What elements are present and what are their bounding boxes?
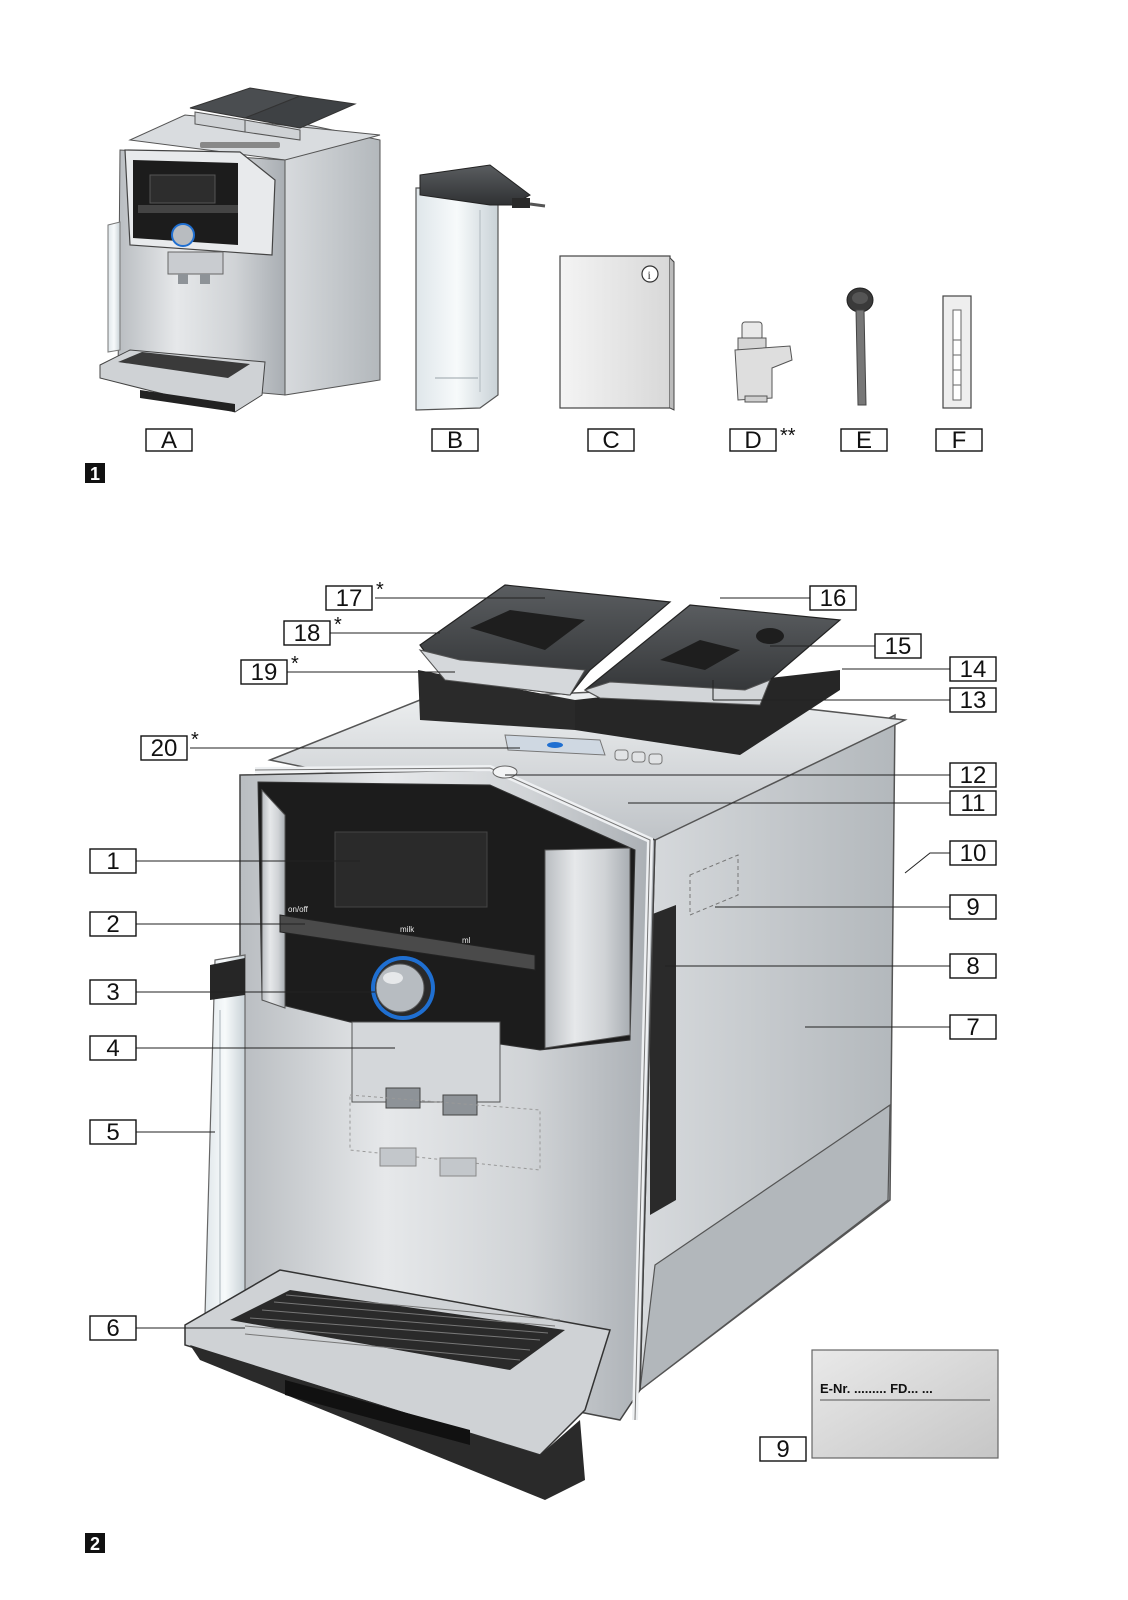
svg-text:C: C	[602, 427, 619, 454]
callout-4: 4	[89, 1035, 137, 1062]
svg-text:D: D	[744, 427, 761, 454]
svg-text:13: 13	[960, 687, 987, 714]
instruction-manual-illustration: i	[559, 255, 675, 411]
svg-text:5: 5	[106, 1119, 119, 1146]
svg-text:3: 3	[106, 979, 119, 1006]
callout-6: 6	[89, 1315, 137, 1342]
svg-text:19: 19	[251, 659, 278, 686]
callout-16: 16	[809, 585, 857, 612]
svg-text:A: A	[161, 427, 177, 454]
svg-text:i: i	[648, 268, 652, 282]
callout-17: 17 *	[325, 579, 384, 612]
milk-container-illustration	[415, 164, 546, 411]
callout-8: 8	[949, 953, 997, 980]
svg-text:milk: milk	[400, 925, 415, 934]
item-label-f: F	[935, 427, 983, 454]
svg-text:*: *	[191, 729, 199, 751]
svg-text:on/off: on/off	[288, 905, 309, 914]
svg-text:2: 2	[90, 1534, 100, 1554]
svg-text:*: *	[291, 653, 299, 675]
item-label-b: B	[431, 427, 479, 454]
item-label-e: E	[840, 427, 888, 454]
callout-10: 10	[949, 840, 997, 867]
water-hardness-test-strip-illustration	[942, 295, 972, 409]
rotary-knob	[371, 956, 435, 1020]
callout-2: 2	[89, 911, 137, 938]
rating-plate-text: E-Nr. ......... FD... ...	[820, 1381, 933, 1396]
svg-text:10: 10	[960, 840, 987, 867]
svg-text:17: 17	[336, 585, 363, 612]
leader-lines	[136, 597, 950, 1329]
callout-11: 11	[949, 790, 997, 817]
svg-text:18: 18	[294, 620, 321, 647]
svg-text:15: 15	[885, 633, 912, 660]
svg-text:9: 9	[966, 894, 979, 921]
callout-5: 5	[89, 1119, 137, 1146]
svg-text:E: E	[856, 427, 872, 454]
svg-text:**: **	[780, 425, 796, 447]
item-label-c: C	[587, 427, 635, 454]
measuring-spoon-illustration	[846, 287, 874, 406]
callout-20: 20 *	[140, 729, 199, 762]
svg-text:1: 1	[90, 464, 100, 484]
figure-2: on/off milk ml	[85, 579, 999, 1554]
svg-text:6: 6	[106, 1315, 119, 1342]
item-label-d: D **	[729, 425, 796, 454]
svg-text:8: 8	[966, 953, 979, 980]
water-filter-illustration	[734, 321, 793, 403]
callout-3: 3	[89, 979, 137, 1006]
callout-7: 7	[949, 1014, 997, 1041]
svg-text:2: 2	[106, 911, 119, 938]
item-label-a: A	[145, 427, 193, 454]
svg-text:1: 1	[106, 848, 119, 875]
callout-15: 15	[874, 633, 922, 660]
svg-text:ml: ml	[462, 936, 471, 945]
svg-text:4: 4	[106, 1035, 119, 1062]
rating-plate-label: 9	[776, 1436, 789, 1463]
svg-text:11: 11	[961, 790, 986, 817]
callout-13: 13	[949, 687, 997, 714]
svg-text:14: 14	[960, 656, 987, 683]
callout-12: 12	[949, 762, 997, 789]
callout-14: 14	[949, 656, 997, 683]
callout-9: 9	[949, 894, 997, 921]
callout-19: 19 *	[240, 653, 299, 686]
figure-number-2: 2	[85, 1533, 105, 1554]
svg-text:B: B	[447, 427, 463, 454]
svg-text:16: 16	[820, 585, 847, 612]
info-icon	[641, 265, 659, 283]
svg-text:12: 12	[960, 762, 987, 789]
svg-text:F: F	[952, 427, 967, 454]
callout-1: 1	[89, 848, 137, 875]
figure-1: i A B	[85, 87, 983, 484]
machine-illustration-small	[99, 87, 381, 413]
figure-number-1: 1	[85, 463, 105, 484]
callout-18: 18 *	[283, 614, 342, 647]
rating-plate: E-Nr. ......... FD... ... 9	[759, 1349, 999, 1463]
machine-illustration-large: on/off milk ml	[184, 584, 908, 1500]
svg-text:*: *	[334, 614, 342, 636]
svg-text:*: *	[376, 579, 384, 601]
svg-text:20: 20	[151, 735, 178, 762]
svg-text:7: 7	[966, 1014, 979, 1041]
